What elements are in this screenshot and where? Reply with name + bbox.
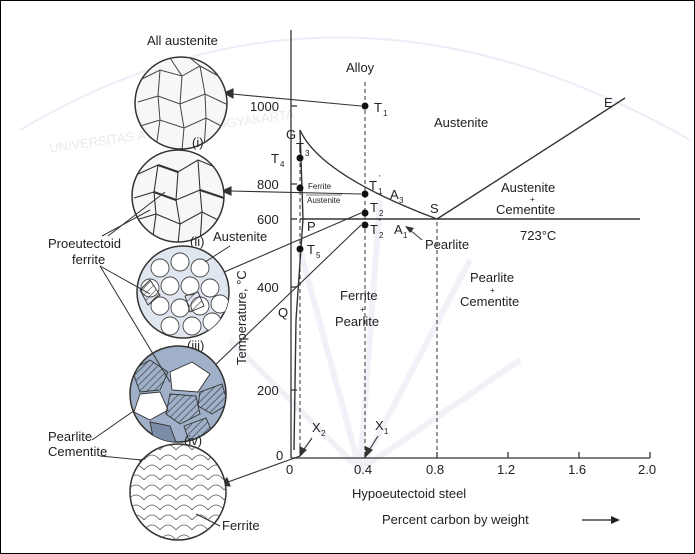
label-x2: X <box>312 420 321 435</box>
label-t1-prime: T <box>369 178 377 193</box>
x-tick-1.6: 1.6 <box>568 462 586 477</box>
svg-text:1: 1 <box>378 187 383 196</box>
y-tick-200: 200 <box>257 383 279 398</box>
label-x1: X <box>375 418 384 433</box>
region-pearlite-cementite: Pearlite <box>470 270 514 285</box>
region-austenite-cementite: Austenite <box>501 180 555 195</box>
ferrite-sub-label: ferrite <box>72 252 105 267</box>
label-g: G <box>286 127 296 142</box>
ferrite-micro-label: Ferrite <box>222 518 260 533</box>
label-t3: T <box>296 140 304 155</box>
region-labels: Austenite Austenite + Cementite Ferrite … <box>306 115 556 329</box>
label-t2-prime: T <box>370 222 378 237</box>
svg-text:Cementite: Cementite <box>460 294 519 309</box>
austenite-micro-label: Austenite <box>213 229 267 244</box>
x-tick-0.4: 0.4 <box>354 462 372 477</box>
x-tick-labels: 0 0.4 0.8 1.2 1.6 2.0 <box>286 462 656 477</box>
point-t2 <box>362 210 369 217</box>
x-tick-1.2: 1.2 <box>497 462 515 477</box>
micrograph-i <box>135 57 227 150</box>
point-t5 <box>297 246 304 253</box>
pearlite-arrow <box>405 226 422 240</box>
region-austenite: Austenite <box>434 115 488 130</box>
y-tick-1000: 1000 <box>250 99 279 114</box>
y-tick-0: 0 <box>276 448 283 463</box>
point-labels: T 1 T 1 ' T 2 T 2 ' T 3 T 4 T 5 G P Q S … <box>271 95 613 438</box>
region-ferrite-pearlite: Ferrite <box>340 288 378 303</box>
region-ferrite-small: Ferrite <box>308 182 332 191</box>
label-t2: T <box>370 200 378 215</box>
y-tick-800: 800 <box>257 177 279 192</box>
eutectoid-temperature: 723°C <box>520 228 556 243</box>
y-axis-label: Temperature, °C <box>234 270 249 365</box>
svg-text:1: 1 <box>383 109 388 118</box>
svg-text:2: 2 <box>321 429 326 438</box>
svg-text:Pearlite: Pearlite <box>335 314 379 329</box>
point-t1 <box>362 103 369 110</box>
svg-text:2: 2 <box>379 209 384 218</box>
cementite-micro-label: Cementite <box>48 444 107 459</box>
label-t1: T <box>374 100 382 115</box>
micrograph-label-i: (i) <box>192 135 204 150</box>
y-tick-400: 400 <box>257 280 279 295</box>
point-t4 <box>297 185 304 192</box>
point-t1p <box>362 191 369 198</box>
proeutectoid-label: Proeutectoid <box>48 236 121 251</box>
x-axis-caption: Percent carbon by weight <box>382 512 529 527</box>
svg-text:1: 1 <box>403 231 408 240</box>
svg-text:': ' <box>379 174 381 183</box>
svg-text:5: 5 <box>316 251 321 260</box>
svg-text:3: 3 <box>305 149 310 158</box>
label-a3: A <box>390 187 399 202</box>
micrograph-ferrite <box>128 442 228 542</box>
alloy-label: Alloy <box>346 60 375 75</box>
dashed-lines <box>300 82 437 458</box>
micrograph-ii <box>132 150 224 244</box>
watermark: UNIVERSITAS ATMA JAYA YOGYAKARTA <box>20 37 690 470</box>
x-tick-0.8: 0.8 <box>426 462 444 477</box>
caption-arrow <box>582 516 620 524</box>
pearlite-micro-label: Pearlite <box>48 429 92 444</box>
label-s: S <box>430 201 439 216</box>
x-tick-2.0: 2.0 <box>638 462 656 477</box>
svg-text:3: 3 <box>399 196 404 205</box>
svg-text:+: + <box>360 305 365 314</box>
label-q: Q <box>278 305 288 320</box>
label-p: P <box>307 219 316 234</box>
all-austenite-label: All austenite <box>147 33 218 48</box>
label-t5: T <box>307 242 315 257</box>
svg-text:Cementite: Cementite <box>496 202 555 217</box>
region-pearlite: Pearlite <box>425 237 469 252</box>
y-tick-600: 600 <box>257 212 279 227</box>
x-tick-0: 0 <box>286 462 293 477</box>
micrograph-iii <box>137 246 229 338</box>
point-t2p <box>362 222 369 229</box>
a3-line <box>300 130 437 219</box>
x-axis-label: Hypoeutectoid steel <box>352 486 466 501</box>
region-austenite-small: Austenite <box>307 196 341 205</box>
label-e: E <box>604 95 613 110</box>
label-a1: A <box>394 222 403 237</box>
point-t3 <box>297 155 304 162</box>
svg-text:1: 1 <box>384 427 389 436</box>
svg-text:2: 2 <box>379 231 384 240</box>
label-t4: T <box>271 151 279 166</box>
svg-text:4: 4 <box>280 160 285 169</box>
